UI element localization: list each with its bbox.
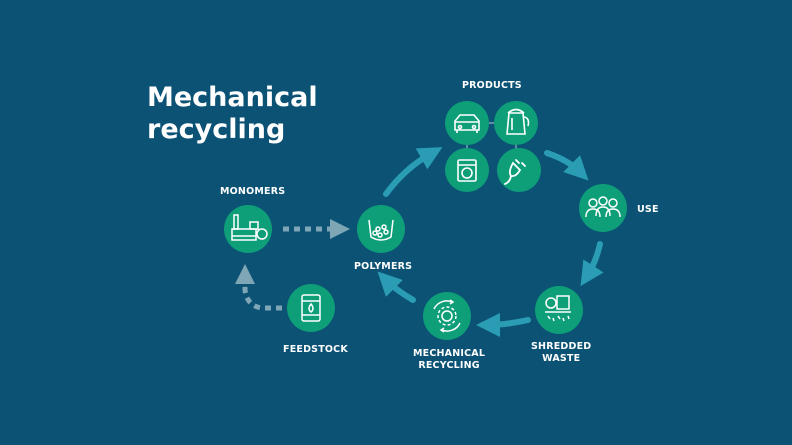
pellets-bowl-icon: [368, 219, 394, 241]
products-label: PRODUCTS: [462, 80, 522, 91]
cycle-arrows: [377, 147, 604, 337]
mechanical-recycling-label-line-2: RECYCLING: [418, 360, 480, 371]
arrow-polymers-to-products: [383, 147, 443, 197]
shredded-waste-node: [535, 286, 583, 334]
arrow-recycling-to-polymers: [377, 271, 416, 303]
people-icon: [585, 196, 621, 218]
title-line-1: Mechanical: [147, 82, 318, 113]
mechanical-recycling-label-line-1: MECHANICAL: [413, 348, 486, 359]
shredded-waste-label-line-1: SHREDDED: [531, 341, 592, 352]
products-node: [445, 101, 541, 192]
feedstock-node: [287, 284, 335, 332]
shredded-waste-label-line-2: WASTE: [542, 353, 581, 364]
title-line-2: recycling: [147, 114, 286, 145]
arrow-feedstock-to-monomers: [235, 264, 282, 311]
shredded-waste-label: SHREDDED WASTE: [531, 341, 591, 365]
gear-cycle-icon: [433, 299, 461, 333]
arrow-products-to-use: [544, 150, 589, 181]
factory-icon: [231, 214, 268, 241]
mechanical-recycling-label: MECHANICAL RECYCLING: [413, 348, 485, 372]
kettle-icon: [494, 101, 538, 145]
arrow-use-to-shredded: [580, 241, 604, 287]
page-title: Mechanical recycling: [147, 82, 318, 146]
feedstock-label: FEEDSTOCK: [283, 344, 348, 355]
polymers-node: [357, 205, 405, 253]
arrow-shredded-to-recycling: [476, 312, 531, 337]
use-node: [579, 184, 627, 232]
monomers-label: MONOMERS: [220, 186, 286, 197]
barrel-icon: [301, 294, 321, 322]
washing-machine-icon: [445, 148, 489, 192]
car-icon: [445, 101, 489, 145]
use-label: USE: [637, 204, 659, 215]
dotted-arrows: [235, 219, 350, 311]
polymers-label: POLYMERS: [354, 261, 413, 272]
monomers-node: [224, 205, 272, 253]
plug-icon: [497, 148, 541, 192]
shredded-waste-icon: [545, 295, 571, 322]
mechanical-recycling-node: [423, 292, 471, 340]
